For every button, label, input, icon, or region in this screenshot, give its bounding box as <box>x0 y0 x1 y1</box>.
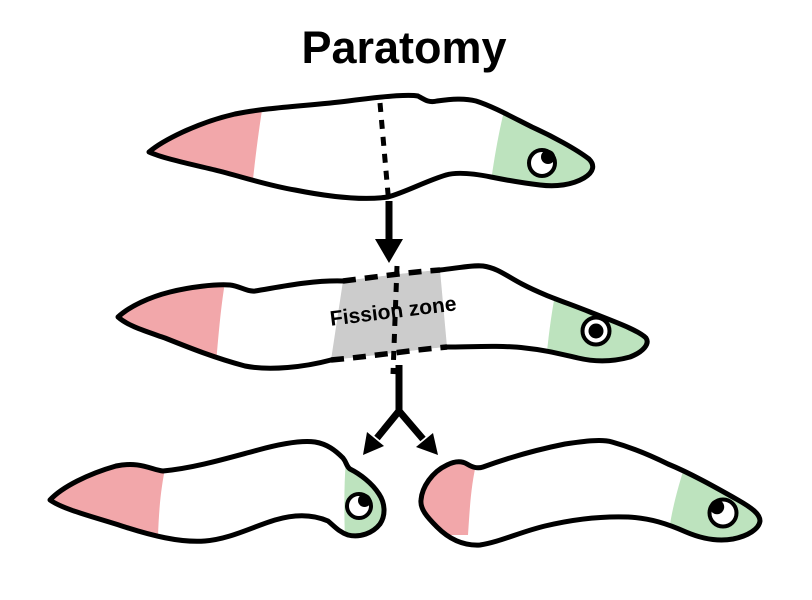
worm-fission-pupil <box>588 323 604 339</box>
down-arrow-head <box>375 239 403 263</box>
split-arrow-icon <box>363 365 438 455</box>
fission-zone-center-line <box>390 265 400 375</box>
worm-fission-outline-left <box>115 278 346 371</box>
fission-plane-dashed-line <box>377 102 392 206</box>
diagram-title: Paratomy <box>301 22 506 73</box>
split-arrow-left-head <box>363 432 384 455</box>
worm-fission-outline-right <box>437 263 650 364</box>
worm-head-fragment-outline <box>418 438 763 548</box>
worm-intact-pupil <box>541 150 555 164</box>
fission-zone-band <box>331 270 447 360</box>
fission-zone-dashed-outline <box>330 267 448 363</box>
split-arrow-right-head <box>416 433 438 455</box>
worm-tail-fragment-outline <box>47 439 387 544</box>
worm-intact-outline <box>146 92 596 201</box>
worm-head-fragment-pupil <box>709 499 725 515</box>
worm-intact <box>146 92 596 206</box>
worm-tail-fragment-pupil <box>358 494 371 507</box>
down-arrow-icon <box>375 201 403 263</box>
split-arrow-branches <box>374 405 426 442</box>
